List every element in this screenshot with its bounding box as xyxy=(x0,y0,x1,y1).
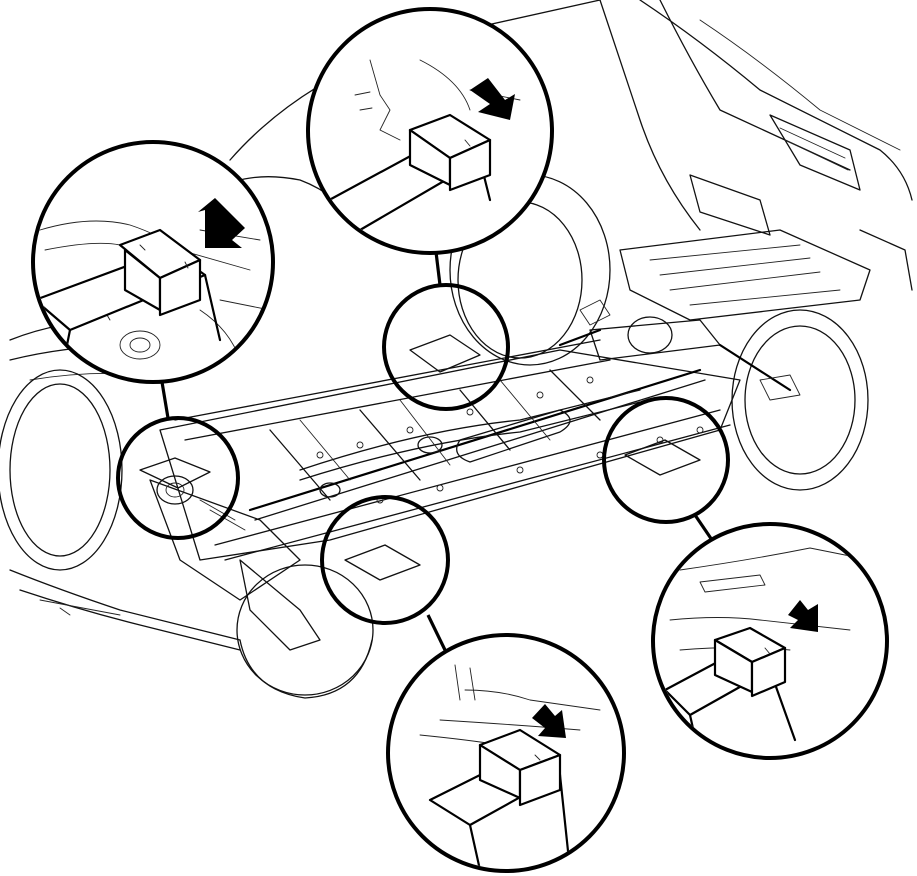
jack-point-marker-front-right xyxy=(320,495,450,625)
jack-point-marker-front-left xyxy=(116,416,240,540)
arrow-icon xyxy=(788,600,818,632)
wheels xyxy=(0,174,869,699)
detail-inset-front-right xyxy=(386,633,626,873)
jack-point-marker-rear-left xyxy=(382,283,510,411)
underbody-frame xyxy=(149,229,871,651)
leader-lines xyxy=(160,251,714,651)
arrow-icon xyxy=(198,198,245,248)
jack-point-markers xyxy=(116,283,730,625)
detail-inset-rear-right xyxy=(651,522,889,760)
jack-point-marker-rear-right xyxy=(602,396,730,524)
detail-inset-rear-left xyxy=(306,7,554,255)
arrow-icon xyxy=(532,704,566,738)
arrow-icon xyxy=(470,78,515,120)
detail-inset-front-left xyxy=(31,140,275,384)
